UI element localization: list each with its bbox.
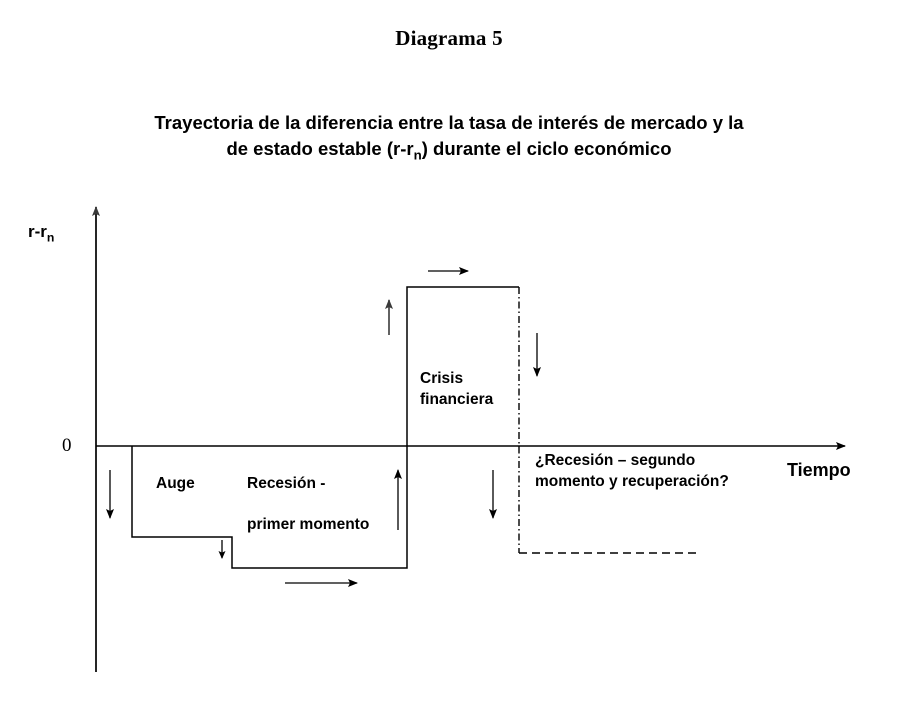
- label-segundo-momento-recuperacion: ¿Recesión – segundo momento y recuperaci…: [535, 452, 729, 490]
- y-axis-zero-tick-label: 0: [62, 435, 72, 456]
- label-auge: Auge: [156, 475, 195, 492]
- figure-subtitle-line-2-post: ) durante el ciclo económico: [421, 138, 672, 159]
- figure-subtitle-line-1: Trayectoria de la diferencia entre la ta…: [154, 112, 744, 133]
- x-axis-label: Tiempo: [787, 460, 851, 480]
- figure-subtitle-line-2-pre: de estado estable (r-r: [226, 138, 414, 159]
- label-crisis-financiera-line-1: Crisis: [420, 370, 464, 387]
- label-crisis-financiera-line-2: financiera: [420, 391, 494, 408]
- y-axis-label: r-rn: [28, 222, 55, 245]
- figure-subtitle-subscript: n: [413, 147, 422, 163]
- y-axis-label-subscript: n: [46, 230, 55, 245]
- step-path-solid: [131, 286, 519, 569]
- label-recesion-primer-momento-line-2: primer momento: [247, 516, 370, 533]
- figure-title: Diagrama 5: [395, 26, 503, 50]
- label-recesion-primer-momento-line-1: Recesión -: [247, 475, 326, 492]
- figure-subtitle: Trayectoria de la diferencia entre la ta…: [49, 110, 849, 162]
- y-axis-label-main: r-r: [28, 222, 47, 241]
